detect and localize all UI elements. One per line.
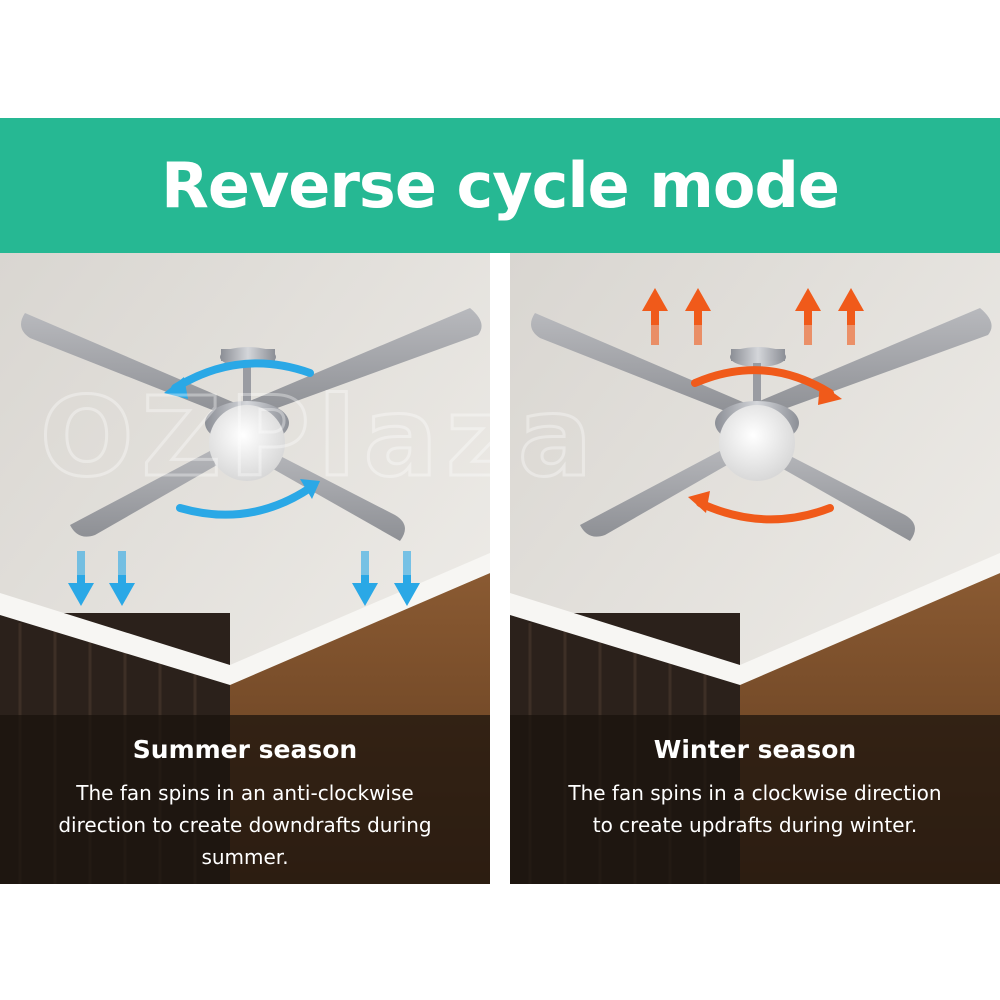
cornice [510,553,1000,685]
light-globe [719,405,795,481]
summer-description: The fan spins in an anti-clockwise direc… [58,781,432,869]
summer-panel: Summer season The fan spins in an anti-c… [0,253,490,884]
fan-blade [70,443,238,537]
fan-blade [755,443,915,541]
downrod [753,363,761,403]
arrow-head [688,491,710,513]
arrow-head [164,377,188,399]
arrow-down-icon [109,551,135,606]
cornice [0,553,490,685]
winter-title: Winter season [653,735,857,764]
fan-blade [580,443,748,537]
arrow-up-icon [642,288,668,345]
summer-title: Summer season [132,735,358,764]
page-title: Reverse cycle mode [161,149,840,222]
arrow-up-icon [838,288,864,345]
fan-blade [245,308,482,415]
light-globe [209,405,285,481]
arrow-up-icon [795,288,821,345]
winter-description: The fan spins in a clockwise direction t… [568,781,942,837]
rotation-arrow-bottom [696,499,834,524]
arrow-head [818,383,842,405]
arrow-down-icon [68,551,94,606]
fan-blade [245,443,405,541]
fan-blade [531,313,745,415]
rotation-arrow-bottom [176,484,314,519]
downdraft-arrows [68,551,420,606]
arrow-down-icon [394,551,420,606]
winter-caption: Winter season The fan spins in a clockwi… [510,715,1000,884]
downrod [243,363,251,403]
updraft-arrows [642,288,864,345]
arrow-head [300,479,320,499]
rotation-arrow-top [171,359,314,392]
rotation-arrow-top [691,366,834,397]
arrow-down-icon [352,551,378,606]
summer-caption: Summer season The fan spins in an anti-c… [0,715,490,884]
title-banner: Reverse cycle mode [0,118,1000,253]
winter-panel: Winter season The fan spins in a clockwi… [510,253,1000,884]
arrow-up-icon [685,288,711,345]
